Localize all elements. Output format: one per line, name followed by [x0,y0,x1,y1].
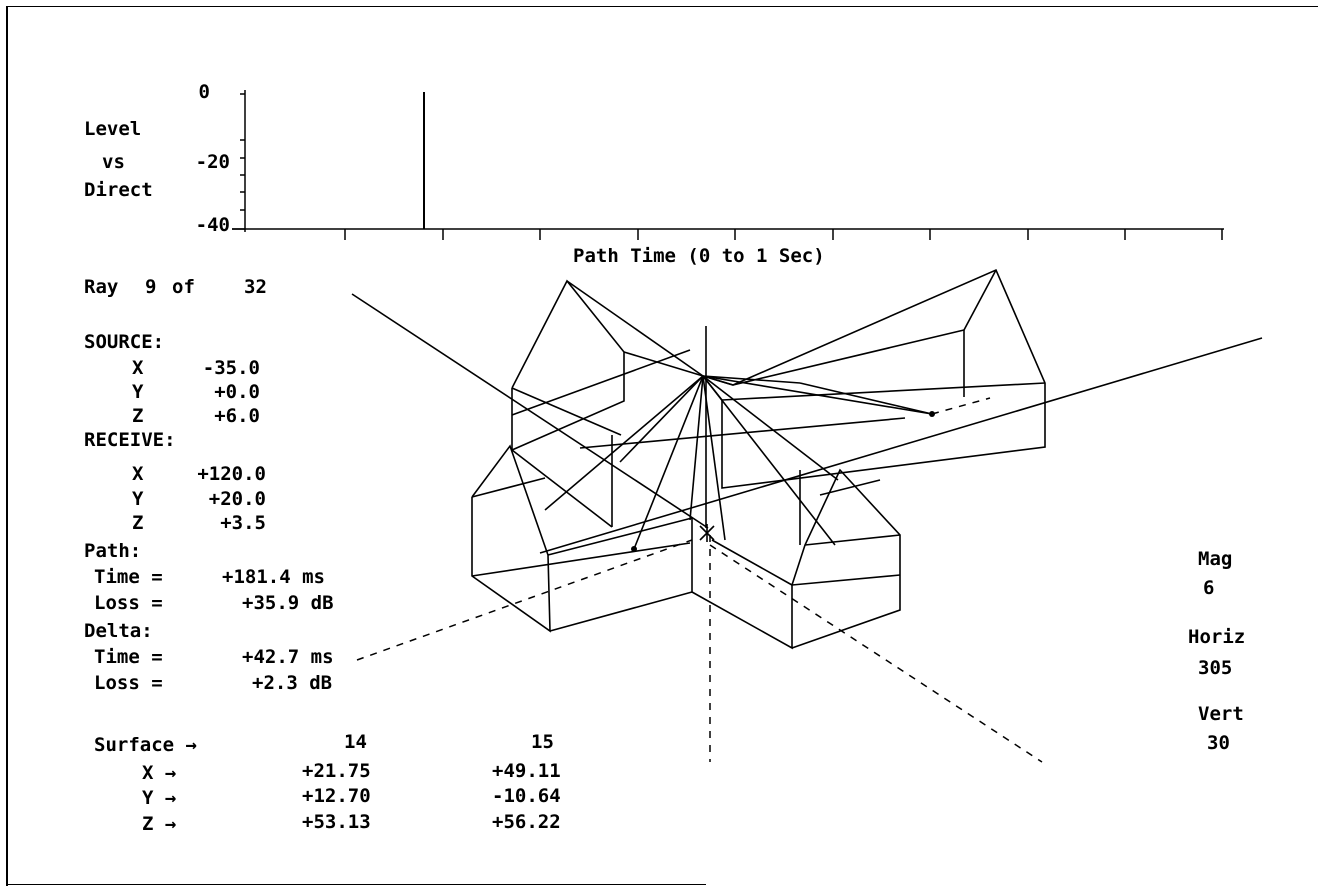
surface-z-v1: +53.13 [302,811,371,833]
ray-total: 32 [244,276,267,298]
surface-z-label: Z → [142,813,177,835]
source-heading: SOURCE: [84,331,165,353]
surface-x-v1: +21.75 [302,760,371,782]
vert-value: 30 [1207,732,1230,754]
level-plot-xlabel: Path Time (0 to 1 Sec) [573,245,825,267]
surface-y-v2: -10.64 [492,785,561,807]
ylabel-line-2: vs [102,151,125,173]
surface-x-v2: +49.11 [492,760,561,782]
receive-heading: RECEIVE: [84,429,176,451]
surface-col-14: 14 [344,731,367,753]
source-y-value: +0.0 [214,381,260,403]
source-x-value: -35.0 [202,357,260,379]
receive-y-label: Y [132,488,144,510]
ytick-0: 0 [198,81,210,103]
ytick-minus20: -20 [195,151,230,173]
delta-heading: Delta: [84,620,153,642]
receiver-marker [699,524,715,542]
ray-index: 9 [145,276,157,298]
ray-of-label: of [172,276,195,298]
building-front-right [691,468,901,650]
surface-col-15: 15 [531,731,554,753]
ylabel-line-3: Direct [84,179,153,201]
mag-label: Mag [1198,548,1233,570]
ylabel-line-1: Level [84,118,142,140]
delta-loss-value: +2.3 dB [252,672,333,694]
ytick-minus40: -40 [195,214,230,236]
display-frame [6,6,1318,886]
path-loss-value: +35.9 dB [242,592,334,614]
surface-z-v2: +56.22 [492,811,561,833]
ray-label: Ray [84,276,119,298]
axis-diagonal-left [351,293,709,529]
receive-z-value: +3.5 [220,512,266,534]
delta-loss-label: Loss = [94,672,163,694]
receive-z-label: Z [132,512,144,534]
axis-diagonal-right [539,337,1263,554]
delta-time-label: Time = [94,646,163,668]
reflection-point-1 [631,546,637,552]
source-y-label: Y [132,381,144,403]
surface-y-label: Y → [142,787,177,809]
building-front-left [471,444,693,633]
surface-label: Surface → [94,734,197,756]
path-loss-label: Loss = [94,592,163,614]
path-heading: Path: [84,540,142,562]
surface-x-label: X → [142,762,177,784]
reflection-point-2 [929,411,935,417]
horiz-value: 305 [1198,657,1233,679]
receive-x-label: X [132,463,144,485]
receive-x-value: +120.0 [197,463,266,485]
source-z-label: Z [132,405,144,427]
building-back-right [702,268,1046,489]
vert-label: Vert [1198,703,1244,725]
delta-time-value: +42.7 ms [242,646,334,668]
source-z-value: +6.0 [214,405,260,427]
path-time-label: Time = [94,566,163,588]
ray-paths [544,375,933,550]
display-frame-bottom [6,884,706,885]
surface-y-v1: +12.70 [302,785,371,807]
building-back-left [511,279,704,528]
mag-value: 6 [1203,577,1215,599]
horiz-label: Horiz [1188,626,1246,648]
receive-y-value: +20.0 [208,488,266,510]
path-time-value: +181.4 ms [222,566,325,588]
source-x-label: X [132,357,144,379]
dashed-projections [356,397,1043,763]
